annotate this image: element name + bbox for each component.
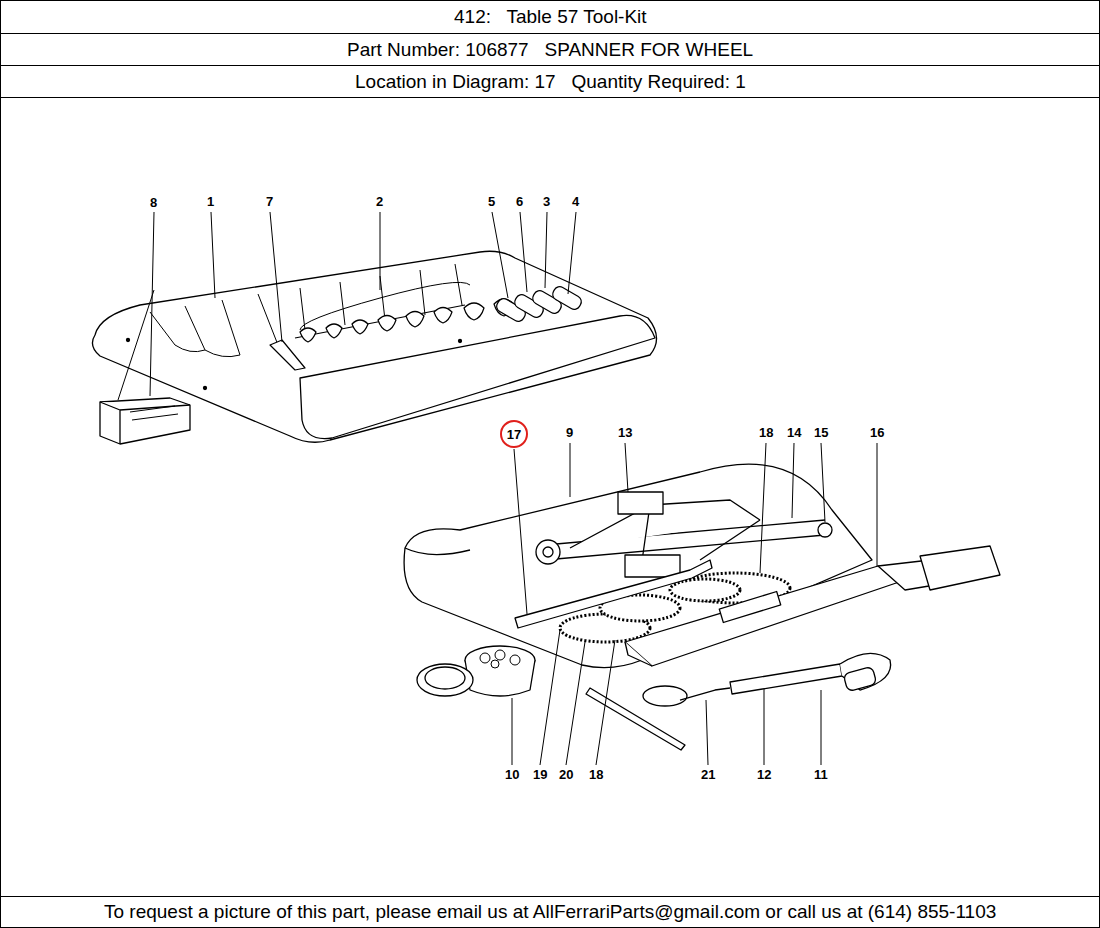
callout-number: 21 bbox=[701, 768, 715, 783]
callout-number: 7 bbox=[266, 195, 273, 210]
footer-caption: To request a picture of this part, pleas… bbox=[104, 901, 996, 923]
callout-number: 2 bbox=[376, 195, 383, 210]
header-row: Part Number: 106877 SPANNER FOR WHEEL bbox=[347, 39, 753, 61]
callout-number: 17 bbox=[507, 427, 521, 442]
callout-number: 11 bbox=[814, 768, 828, 783]
callout-number: 14 bbox=[787, 426, 801, 441]
callout-number: 18 bbox=[589, 768, 603, 783]
callout-number: 13 bbox=[618, 426, 632, 441]
callout-number: 18 bbox=[759, 426, 773, 441]
callout-number: 4 bbox=[572, 195, 579, 210]
callout-number: 6 bbox=[516, 195, 523, 210]
table-title: 412: Table 57 Tool-Kit bbox=[454, 6, 647, 28]
header-row: Location in Diagram: 17 Quantity Require… bbox=[355, 71, 746, 93]
callout-number: 16 bbox=[870, 426, 884, 441]
callout-number: 15 bbox=[814, 426, 828, 441]
callout-number: 19 bbox=[533, 768, 547, 783]
callout-number: 5 bbox=[488, 195, 495, 210]
highlight-circle: 17 bbox=[500, 420, 528, 448]
callout-number: 10 bbox=[505, 768, 519, 783]
callout-number: 1 bbox=[207, 195, 214, 210]
callout-number: 12 bbox=[757, 768, 771, 783]
callout-number: 8 bbox=[150, 196, 157, 211]
callout-number: 20 bbox=[559, 768, 573, 783]
callout-number: 3 bbox=[543, 195, 550, 210]
callout-number: 9 bbox=[566, 426, 573, 441]
